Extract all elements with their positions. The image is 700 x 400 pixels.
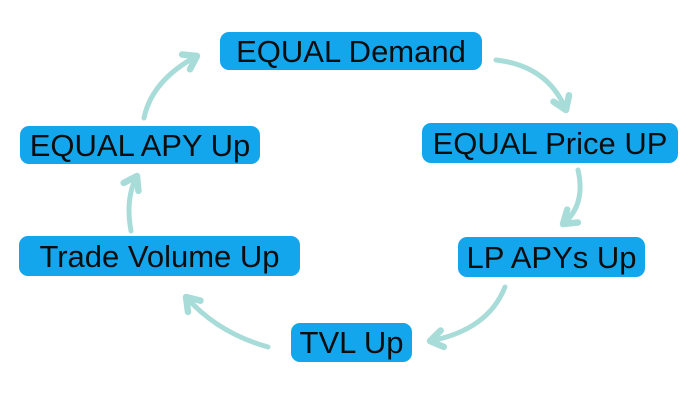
node-trade-volume-up: Trade Volume Up — [19, 236, 300, 276]
arrow-demand-to-price — [493, 57, 573, 114]
arrow-tvl-to-trade-volume — [182, 293, 271, 350]
node-tvl-up: TVL Up — [291, 323, 412, 362]
arrow-apy-to-demand — [141, 51, 201, 121]
node-equal-apy-up-label: EQUAL APY Up — [29, 127, 251, 163]
node-trade-volume-up-label: Trade Volume Up — [39, 238, 280, 274]
node-equal-demand: EQUAL Demand — [220, 32, 482, 70]
node-equal-price-up: EQUAL Price UP — [422, 123, 678, 163]
arrow-price-to-lp-apys — [559, 167, 583, 228]
arrow-trade-volume-to-apy — [120, 172, 142, 234]
node-lp-apys-up-label: LP APYs Up — [466, 239, 637, 275]
node-lp-apys-up: LP APYs Up — [458, 237, 645, 277]
arrow-lp-apys-to-tvl — [426, 284, 508, 351]
node-equal-price-up-label: EQUAL Price UP — [432, 125, 668, 161]
node-equal-apy-up: EQUAL APY Up — [20, 126, 260, 164]
node-tvl-up-label: TVL Up — [299, 325, 404, 360]
node-equal-demand-label: EQUAL Demand — [236, 33, 466, 69]
